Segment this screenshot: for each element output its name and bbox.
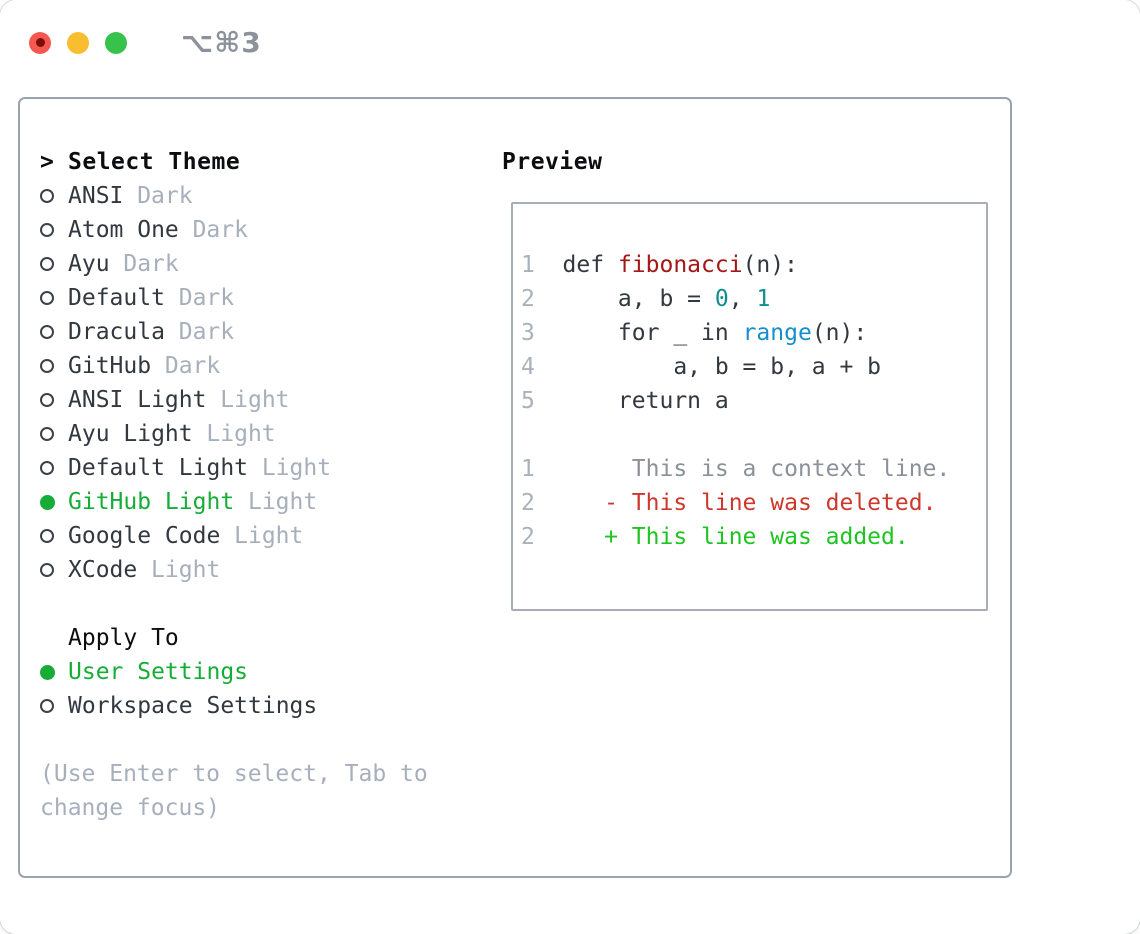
preview-box: 1 def fibonacci(n): 2 a, b = 0, 1 3 for _ … bbox=[511, 202, 988, 611]
preview-line: 2 a, b = 0, 1 bbox=[521, 286, 771, 312]
preview-line: 2 - This line was deleted. bbox=[521, 490, 937, 516]
theme-option-default-dark[interactable]: Default Dark bbox=[40, 281, 490, 315]
theme-name: Default bbox=[68, 285, 165, 311]
apply-option-label: User Settings bbox=[68, 659, 249, 685]
preview-header: Preview bbox=[502, 149, 603, 175]
theme-name: ANSI bbox=[68, 183, 124, 209]
theme-variant-tag: Dark bbox=[123, 251, 179, 277]
theme-name: Dracula bbox=[68, 319, 165, 345]
preview-code: 1 def fibonacci(n): 2 a, b = 0, 1 3 for _ … bbox=[521, 248, 980, 554]
radio-selected-icon bbox=[40, 664, 68, 680]
theme-name: XCode bbox=[68, 557, 138, 583]
theme-option-ansi-light-light[interactable]: ANSI Light Light bbox=[40, 383, 490, 417]
preview-line: 3 for _ in range(n): bbox=[521, 320, 868, 346]
theme-variant-tag: Light bbox=[151, 557, 221, 583]
zoom-button[interactable] bbox=[105, 31, 127, 54]
theme-option-dracula-dark[interactable]: Dracula Dark bbox=[40, 315, 490, 349]
theme-variant-tag: Dark bbox=[178, 285, 235, 311]
close-button[interactable] bbox=[29, 31, 51, 54]
theme-name: Atom One bbox=[68, 217, 179, 243]
theme-variant-tag: Dark bbox=[137, 183, 193, 209]
radio-selected-icon bbox=[40, 494, 68, 510]
apply-to-title: Apply To bbox=[68, 625, 179, 651]
preview-column: Preview 1 def fibonacci(n): 2 a, b = 0, 1… bbox=[502, 145, 1002, 611]
apply-option-user-settings[interactable]: User Settings bbox=[40, 655, 490, 689]
radio-icon bbox=[40, 291, 68, 305]
theme-variant-tag: Light bbox=[220, 387, 290, 413]
theme-variant-tag: Light bbox=[234, 523, 304, 549]
prompt-icon: > bbox=[40, 149, 54, 175]
apply-option-label: Workspace Settings bbox=[68, 693, 318, 719]
spacer bbox=[40, 723, 490, 757]
radio-icon bbox=[40, 189, 68, 203]
preview-line: 1 def fibonacci(n): bbox=[521, 252, 798, 278]
theme-variant-tag: Dark bbox=[164, 353, 221, 379]
window-title: ⌥⌘3 bbox=[181, 26, 262, 59]
minimize-button[interactable] bbox=[67, 31, 89, 54]
theme-name: GitHub bbox=[68, 353, 152, 379]
radio-icon bbox=[40, 563, 68, 577]
hint-text: (Use Enter to select, Tab to change focu… bbox=[40, 757, 490, 825]
theme-variant-tag: Dark bbox=[178, 319, 235, 345]
theme-option-default-light-light[interactable]: Default Light Light bbox=[40, 451, 490, 485]
select-theme-title: Select Theme bbox=[68, 149, 241, 175]
radio-icon bbox=[40, 699, 68, 713]
hint-line-1: (Use Enter to select, Tab to bbox=[40, 761, 428, 787]
radio-icon bbox=[40, 257, 68, 271]
radio-icon bbox=[40, 427, 68, 441]
apply-to-header: Apply To bbox=[40, 621, 490, 655]
theme-name: GitHub Light bbox=[68, 489, 235, 515]
theme-variant-tag: Light bbox=[206, 421, 276, 447]
apply-option-workspace-settings[interactable]: Workspace Settings bbox=[40, 689, 490, 723]
close-dot-icon bbox=[35, 38, 45, 47]
theme-option-google-code-light[interactable]: Google Code Light bbox=[40, 519, 490, 553]
radio-icon bbox=[40, 529, 68, 543]
theme-variant-tag: Dark bbox=[192, 217, 248, 243]
theme-name: Ayu bbox=[68, 251, 110, 277]
theme-option-ayu-dark[interactable]: Ayu Dark bbox=[40, 247, 490, 281]
theme-name: ANSI Light bbox=[68, 387, 207, 413]
theme-option-atom-one-dark[interactable]: Atom One Dark bbox=[40, 213, 490, 247]
preview-blank-line bbox=[521, 418, 980, 452]
preview-line: 1 This is a context line. bbox=[521, 456, 951, 482]
radio-icon bbox=[40, 393, 68, 407]
preview-line: 5 return a bbox=[521, 388, 729, 414]
radio-icon bbox=[40, 359, 68, 373]
theme-name: Default Light bbox=[68, 455, 249, 481]
radio-icon bbox=[40, 223, 68, 237]
radio-icon bbox=[40, 325, 68, 339]
theme-option-xcode-light[interactable]: XCode Light bbox=[40, 553, 490, 587]
theme-name: Google Code bbox=[68, 523, 221, 549]
preview-line: 2 + This line was added. bbox=[521, 524, 909, 550]
theme-option-github-dark[interactable]: GitHub Dark bbox=[40, 349, 490, 383]
theme-option-github-light-light[interactable]: GitHub Light Light bbox=[40, 485, 490, 519]
theme-variant-tag: Light bbox=[247, 489, 318, 515]
select-theme-header: > Select Theme bbox=[40, 145, 490, 179]
spacer bbox=[40, 587, 490, 621]
theme-option-ansi-dark[interactable]: ANSI Dark bbox=[40, 179, 490, 213]
theme-option-ayu-light-light[interactable]: Ayu Light Light bbox=[40, 417, 490, 451]
hint-line-2: change focus) bbox=[40, 795, 221, 821]
preview-line: 4 a, b = b, a + b bbox=[521, 354, 882, 380]
titlebar: ⌥⌘3 bbox=[29, 26, 262, 59]
radio-icon bbox=[40, 461, 68, 475]
theme-variant-tag: Light bbox=[261, 455, 332, 481]
theme-name: Ayu Light bbox=[68, 421, 193, 447]
